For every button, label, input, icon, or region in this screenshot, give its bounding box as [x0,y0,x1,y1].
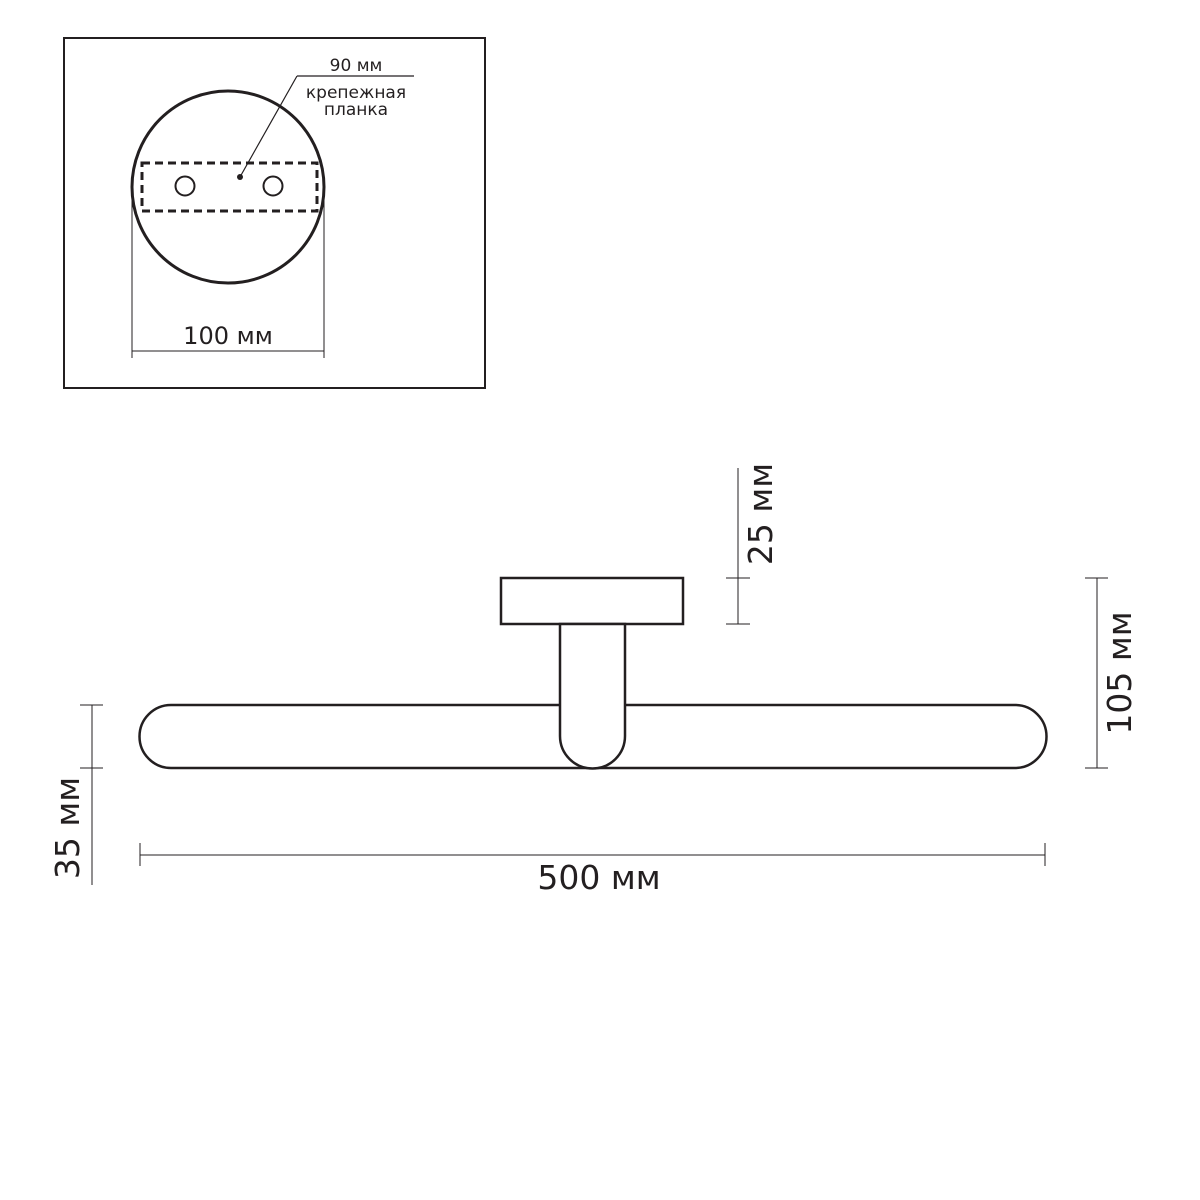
callout-leader-line [239,75,298,178]
bracket-width-label: 90 мм [330,56,383,76]
bracket-callout-line1: крепежная [306,83,406,103]
side-view: 25 мм 105 мм 35 мм 500 мм [48,463,1139,897]
mounting-bracket-dashed [140,161,319,213]
lamp-arm [558,622,627,770]
bracket-callout-line2: планка [324,100,388,120]
mount-plate-outline [130,89,326,285]
screw-hole-right [262,175,284,197]
wall-mount-plate [499,576,685,626]
mount-depth-label: 25 мм [741,463,780,565]
tube-diameter-label: 35 мм [48,777,87,879]
total-height-label: 105 мм [1100,611,1139,734]
screw-hole-left [174,175,196,197]
inset-panel: 90 мм крепежная планка 100 мм [63,37,486,389]
diameter-label: 100 мм [183,322,273,350]
inset-frame [63,37,486,389]
length-label: 500 мм [537,858,660,897]
